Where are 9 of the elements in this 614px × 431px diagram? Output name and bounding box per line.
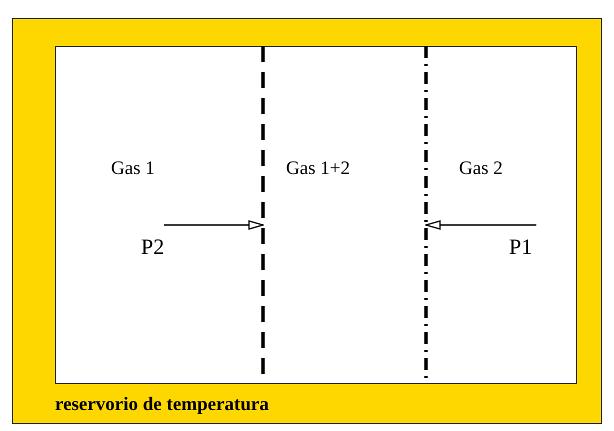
pressure-label: P1	[509, 236, 532, 258]
gas-label: Gas 1+2	[286, 159, 350, 178]
arrow	[164, 220, 264, 230]
gas-label: Gas 2	[459, 159, 503, 178]
reservoir-frame	[12, 18, 602, 424]
reservoir-label: reservorio de temperatura	[55, 395, 269, 414]
arrow	[425, 220, 536, 230]
gas-label: Gas 1	[111, 159, 155, 178]
pressure-label: P2	[141, 236, 164, 258]
